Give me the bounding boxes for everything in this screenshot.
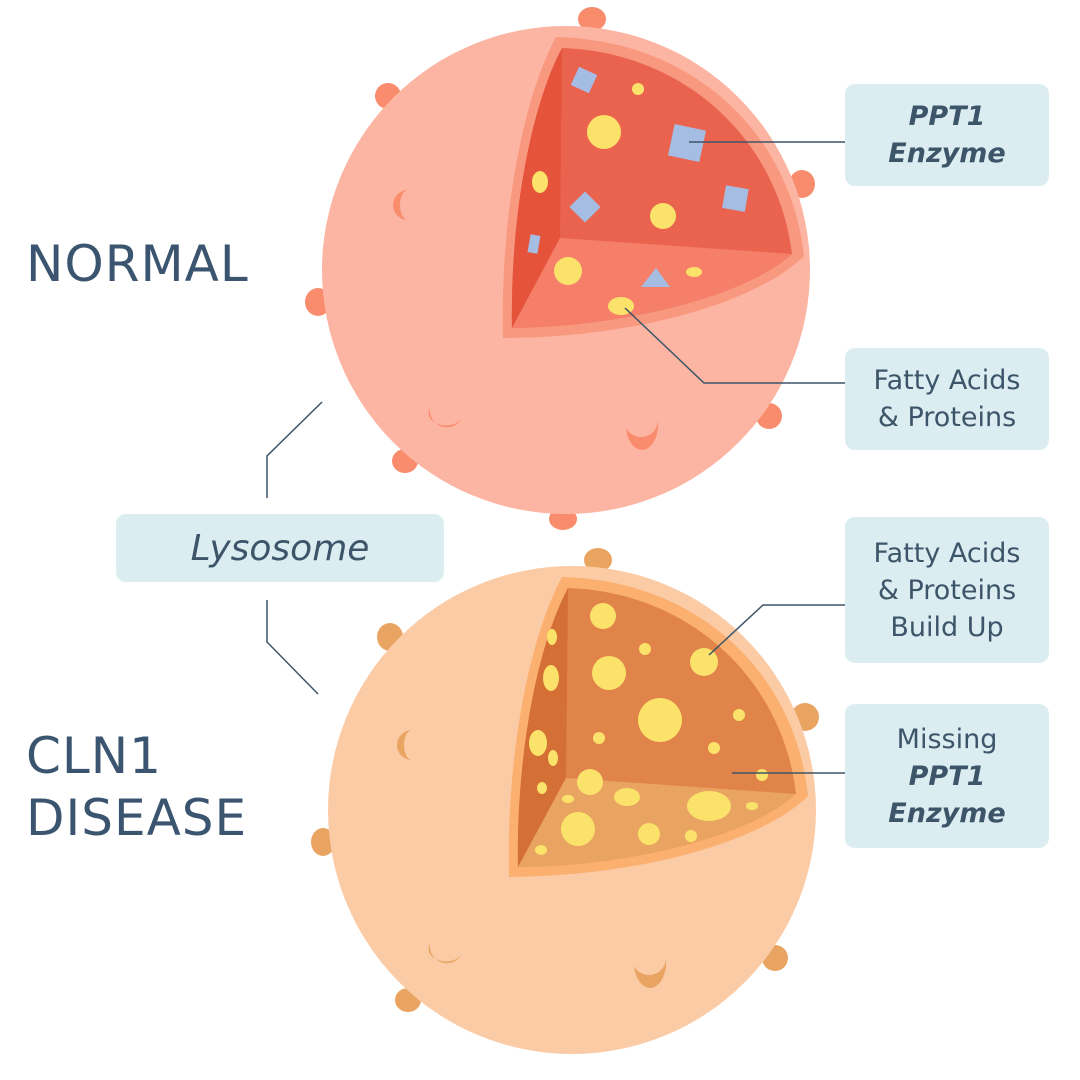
- heading-disease-line2: DISEASE: [26, 789, 248, 847]
- label-build-up-line1: Fatty Acids: [873, 537, 1021, 569]
- label-lysosome: Lysosome: [116, 514, 444, 582]
- disease-surface-pits: [397, 730, 667, 988]
- leader-lines: [266, 141, 845, 774]
- lysosome-leader-top: [266, 401, 323, 498]
- label-ppt1-enzyme-line1: PPT1: [908, 101, 986, 132]
- normal-lysosome: [305, 7, 815, 530]
- heading-normal: NORMAL: [26, 235, 249, 293]
- fatty-acids-leader: [624, 307, 845, 384]
- label-build-up-line3: Build Up: [890, 611, 1004, 643]
- label-build-up-line2: & Proteins: [877, 574, 1017, 606]
- label-missing-ppt1-enzyme: Missing PPT1 Enzyme: [845, 704, 1049, 848]
- disease-lipid-buildup-particles: [529, 603, 768, 855]
- label-fatty-acids-line1: Fatty Acids: [873, 365, 1021, 396]
- normal-surface-pits: [393, 190, 659, 450]
- label-missing-line1: Missing: [896, 723, 998, 755]
- label-fatty-acids-proteins: Fatty Acids & Proteins: [845, 348, 1049, 450]
- lysosome-leader-bottom: [266, 600, 319, 695]
- label-missing-line3: Enzyme: [888, 797, 1006, 829]
- label-fatty-acids-build-up: Fatty Acids & Proteins Build Up: [845, 517, 1049, 663]
- disease-lysosome: [311, 548, 819, 1054]
- build-up-leader: [708, 604, 845, 656]
- label-fatty-acids-line2: & Proteins: [877, 402, 1017, 433]
- label-missing-line2: PPT1: [908, 760, 986, 792]
- normal-lipid-particles: [532, 83, 702, 315]
- heading-disease-line1: CLN1: [26, 727, 162, 785]
- label-ppt1-enzyme: PPT1 Enzyme: [845, 84, 1049, 186]
- label-ppt1-enzyme-line2: Enzyme: [888, 138, 1006, 169]
